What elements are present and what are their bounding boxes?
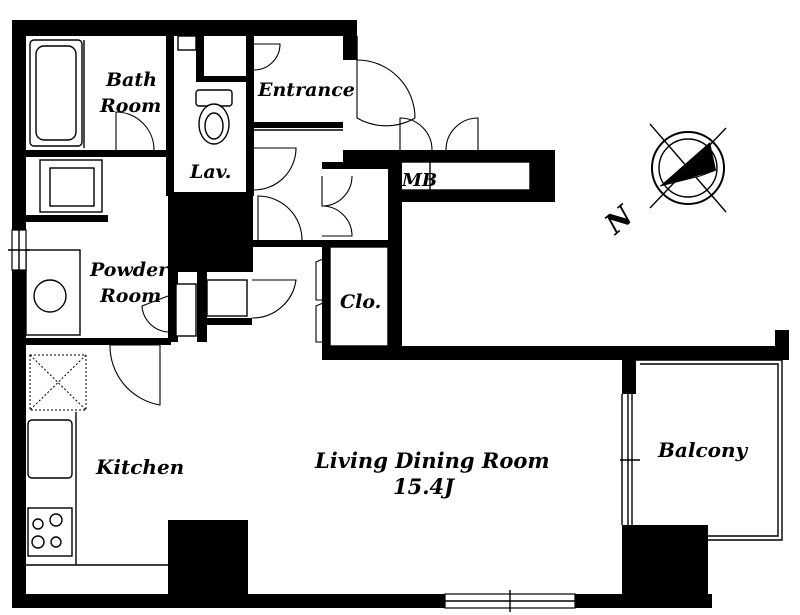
entrance-label: Entrance: [257, 79, 355, 101]
walls: [12, 20, 789, 608]
doors: [109, 43, 479, 406]
lav-label: Lav.: [189, 161, 231, 183]
stove: [27, 507, 73, 557]
closet-label: Clo.: [340, 291, 381, 313]
fixtures: [8, 35, 783, 612]
refrigerator-space: [29, 354, 87, 411]
powder-room-label-line1: Powder: [89, 259, 170, 281]
compass-needle: [660, 142, 716, 186]
mb-label: MB: [401, 170, 437, 191]
balcony-label: Balcony: [657, 438, 749, 462]
bath-room-label-line1: Bath: [105, 69, 157, 91]
living-dining-room-label: Living Dining Room: [314, 448, 550, 473]
kitchen-label: Kitchen: [95, 455, 184, 479]
compass-rose: [649, 123, 727, 213]
bath-room-label-line2: Room: [99, 95, 161, 117]
toilet: [195, 89, 233, 145]
powder-room-label-line2: Room: [99, 285, 161, 307]
living-dining-room-area: 15.4J: [393, 474, 456, 499]
kitchen-sink: [27, 419, 73, 479]
